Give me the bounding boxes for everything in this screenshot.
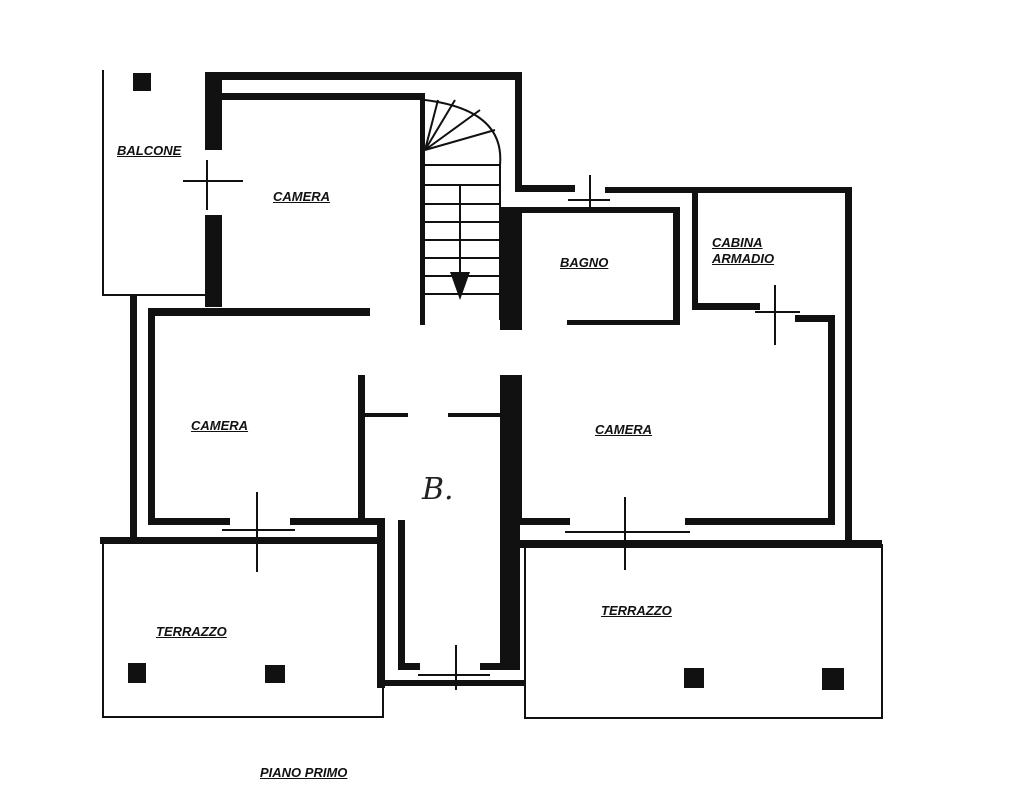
wall — [515, 518, 570, 525]
room-label-camera-right: CAMERA — [595, 422, 653, 437]
wall — [448, 413, 500, 417]
wall — [515, 207, 680, 213]
wall — [148, 518, 230, 525]
room-label-balcone: BALCONE — [117, 143, 182, 158]
wall — [205, 215, 222, 307]
wall — [515, 185, 575, 192]
wall — [420, 93, 425, 325]
wall — [845, 187, 852, 545]
wall — [795, 315, 835, 322]
wall — [692, 303, 760, 310]
wall — [398, 520, 405, 670]
wall — [515, 72, 522, 190]
wall — [205, 72, 222, 150]
thin-lines — [102, 70, 883, 719]
wall — [377, 520, 385, 688]
wall — [515, 375, 522, 525]
wall — [222, 93, 420, 100]
wall — [398, 663, 420, 670]
wall — [148, 308, 370, 316]
wall — [500, 207, 522, 330]
wall — [673, 207, 680, 325]
corridor-mark: B. — [422, 472, 454, 507]
wall — [358, 375, 365, 520]
room-label-bagno: BAGNO — [560, 255, 609, 270]
wall — [828, 318, 835, 525]
room-label-camera-top: CAMERA — [273, 189, 331, 204]
wall — [685, 518, 835, 525]
wall — [480, 663, 520, 670]
wall — [205, 72, 522, 80]
stair-arrow-icon — [450, 272, 470, 300]
wall — [290, 518, 385, 525]
pillars — [128, 73, 844, 690]
plan-title: PIANO PRIMO — [260, 765, 348, 780]
wall — [605, 187, 852, 193]
wall — [365, 413, 408, 417]
wall — [567, 320, 680, 325]
wall — [692, 193, 698, 308]
room-label-terrazzo-right: TERRAZZO — [601, 603, 672, 618]
room-label-terrazzo-left: TERRAZZO — [156, 624, 227, 639]
room-label-cabina-armadio: CABINA ARMADIO — [712, 235, 775, 266]
room-label-camera-left: CAMERA — [191, 418, 249, 433]
wall — [130, 295, 137, 540]
wall — [148, 308, 155, 525]
